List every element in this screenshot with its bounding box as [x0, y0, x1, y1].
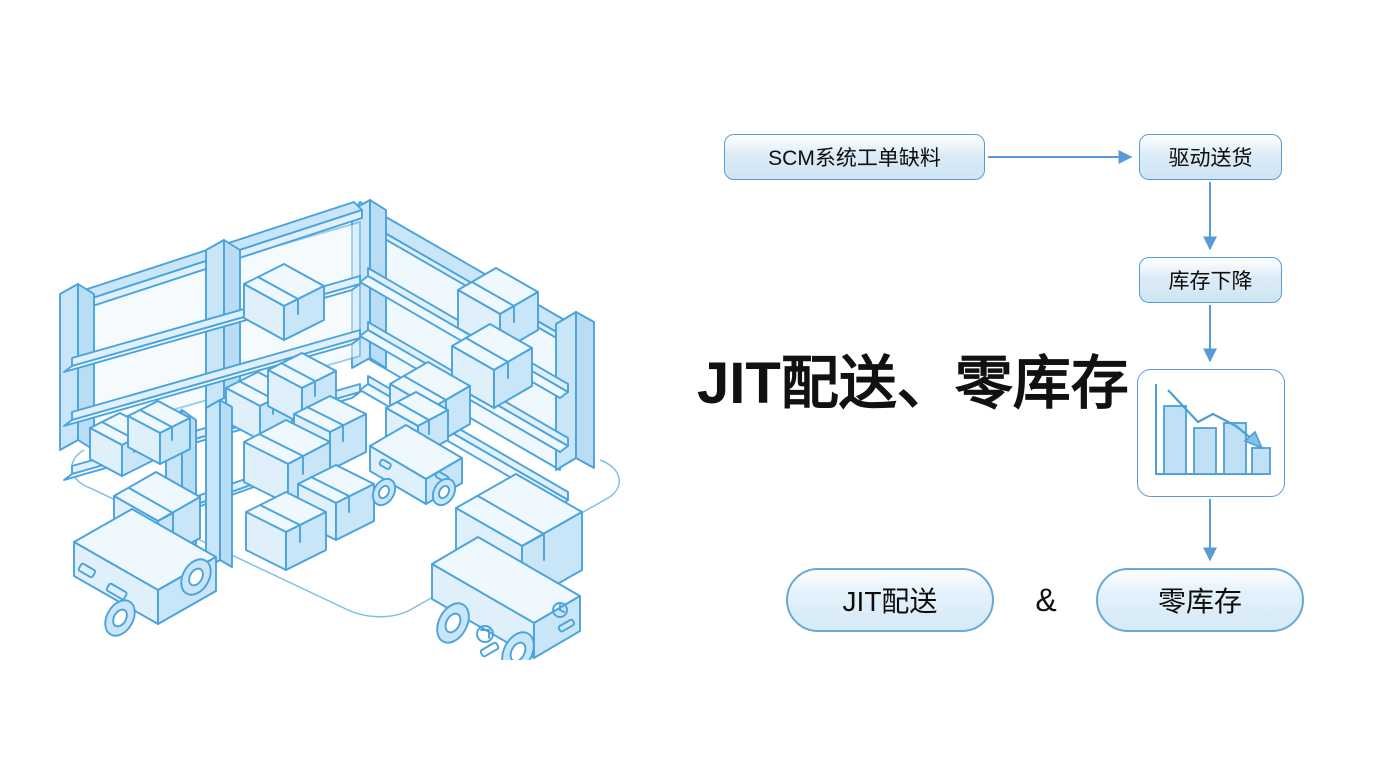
- bar-chart-icon: [1155, 384, 1271, 475]
- cardboard-box: [243, 263, 325, 341]
- declining-inventory-chart-card[interactable]: [1137, 369, 1285, 497]
- conjunction-ampersand: &: [1035, 581, 1057, 618]
- cart-wheel: [371, 477, 397, 507]
- result-pill-zero-inventory[interactable]: 零库存: [1096, 568, 1304, 632]
- chart-bar: [1163, 405, 1187, 475]
- forklift-wheel: [180, 558, 212, 596]
- result-pill-jit-delivery[interactable]: JIT配送: [786, 568, 994, 632]
- chart-trend-arrow: [1167, 389, 1264, 450]
- delivery-cart-front: [431, 473, 583, 673]
- cart-panel-icons: [476, 602, 576, 658]
- shelving-rack-left: [59, 201, 375, 571]
- chart-bar: [1223, 422, 1247, 475]
- delivery-cart: [369, 391, 463, 507]
- process-flow-diagram: SCM系统工单缺料 驱动送货 库存下降: [688, 100, 1376, 660]
- cart-wheel: [436, 602, 470, 644]
- warehouse-svg: .ln { fill:none; stroke:#4ba3dd; stroke-…: [59, 199, 620, 673]
- isometric-warehouse-illustration: .ln { fill:none; stroke:#4ba3dd; stroke-…: [48, 140, 668, 673]
- cart-wheel: [431, 477, 457, 507]
- flow-node-stock-decline[interactable]: 库存下降: [1139, 257, 1282, 303]
- flow-node-scm[interactable]: SCM系统工单缺料: [724, 134, 985, 180]
- flow-node-drive-delivery[interactable]: 驱动送货: [1139, 134, 1282, 180]
- forklift: [73, 399, 233, 637]
- cardboard-box: [451, 323, 533, 409]
- cardboard-box: [245, 491, 327, 571]
- cardboard-box: [127, 400, 191, 465]
- chart-bar: [1193, 427, 1217, 475]
- chart-bar: [1251, 447, 1271, 475]
- forklift-wheel: [104, 599, 136, 637]
- chart-bars: [1163, 405, 1271, 475]
- page-title: JIT配送、零库存: [697, 351, 1129, 416]
